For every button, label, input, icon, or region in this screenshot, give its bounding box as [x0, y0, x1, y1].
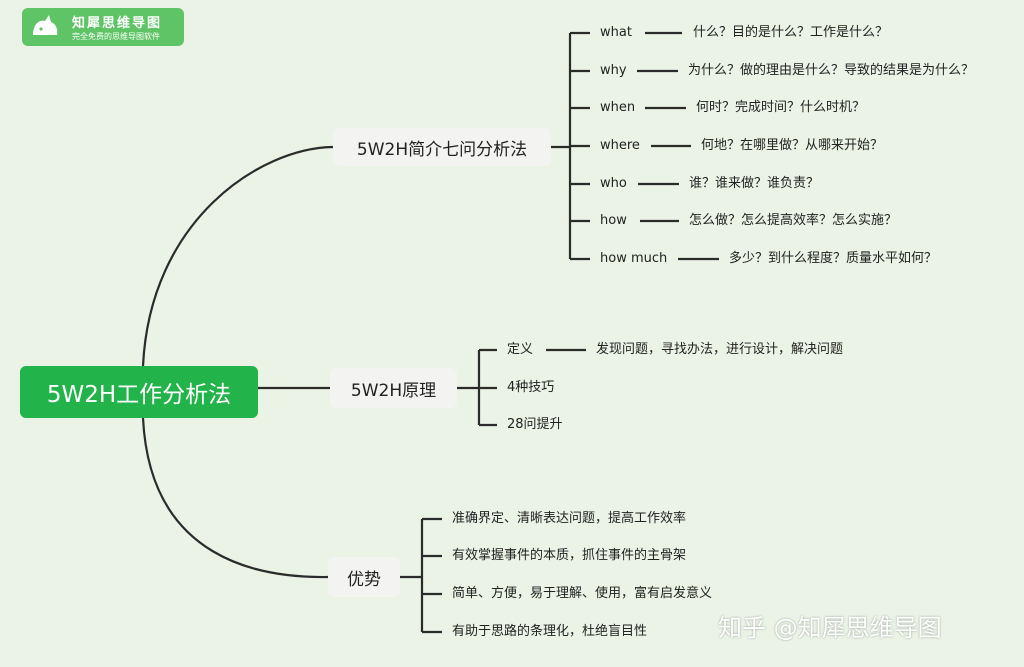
four-techniques[interactable]: 4种技巧 — [507, 380, 555, 395]
definition-key[interactable]: 定义 — [507, 342, 534, 357]
why-desc[interactable]: 为什么？做的理由是什么？导致的结果是为什么？ — [688, 63, 975, 78]
definition-desc[interactable]: 发现问题，寻找办法，进行设计，解决问题 — [596, 342, 844, 357]
when-desc[interactable]: 何时？完成时间？什么时机？ — [696, 100, 866, 115]
how-key[interactable]: how — [600, 213, 627, 228]
advantage-item[interactable]: 简单、方便，易于理解、使用，富有启发意义 — [452, 586, 713, 601]
what-desc[interactable]: 什么？目的是什么？工作是什么？ — [693, 25, 889, 40]
where-desc[interactable]: 何地？在哪里做？从哪来开始？ — [701, 138, 884, 153]
logo-subtitle: 完全免费的思维导图软件 — [72, 32, 160, 41]
who-desc[interactable]: 谁？谁来做？谁负责？ — [689, 176, 820, 191]
branch-5w2h-principle[interactable]: 5W2H原理 — [330, 368, 457, 408]
branch-5w2h-intro[interactable]: 5W2H简介七问分析法 — [333, 128, 551, 166]
advantage-item[interactable]: 有助于思路的条理化，杜绝盲目性 — [452, 624, 648, 639]
branch-advantages[interactable]: 优势 — [328, 557, 400, 597]
root-node[interactable]: 5W2H工作分析法 — [20, 366, 258, 418]
advantage-item[interactable]: 准确界定、清晰表达问题，提高工作效率 — [452, 511, 687, 526]
who-key[interactable]: who — [600, 176, 627, 191]
rhino-icon — [33, 15, 58, 35]
what-key[interactable]: what — [600, 25, 632, 40]
how-much-key[interactable]: how much — [600, 251, 668, 266]
advantage-item[interactable]: 有效掌握事件的本质，抓住事件的主骨架 — [452, 548, 687, 563]
when-key[interactable]: when — [600, 100, 636, 115]
twenty-eight-questions[interactable]: 28问提升 — [507, 417, 563, 432]
how-much-desc[interactable]: 多少？到什么程度？质量水平如何？ — [729, 251, 938, 266]
app-logo: 知犀思维导图 完全免费的思维导图软件 — [22, 8, 184, 46]
where-key[interactable]: where — [600, 138, 640, 153]
how-desc[interactable]: 怎么做？怎么提高效率？怎么实施？ — [689, 213, 898, 228]
why-key[interactable]: why — [600, 63, 627, 78]
logo-title: 知犀思维导图 — [72, 16, 163, 31]
watermark: 知乎 @知犀思维导图 — [718, 614, 942, 642]
